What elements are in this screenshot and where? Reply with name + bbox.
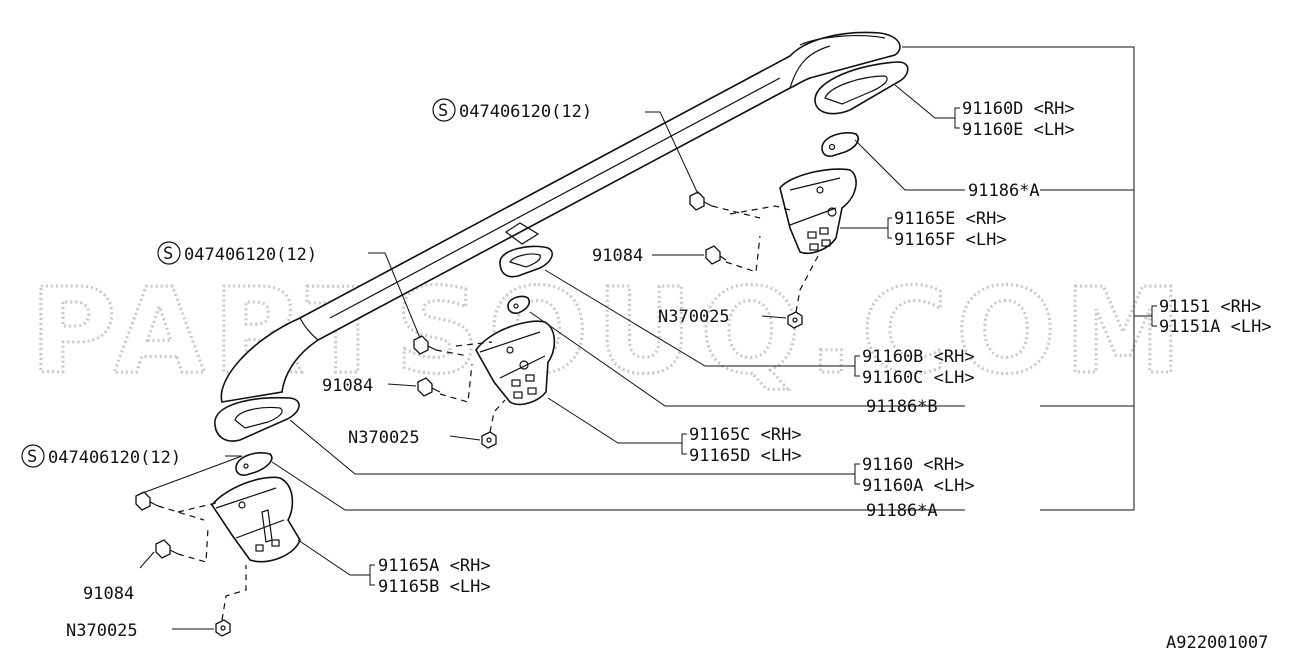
bolt-rear-upper[interactable] — [689, 191, 713, 211]
spacer-rear[interactable] — [821, 132, 860, 157]
label-91165B[interactable]: 91165B <LH> — [378, 577, 491, 597]
svg-text:S: S — [438, 101, 448, 121]
bolt-rear-91084[interactable] — [705, 245, 727, 265]
label-91084-mid[interactable]: 91084 — [322, 376, 373, 396]
watermark-text: PARTSOUQ.COM — [30, 262, 1190, 400]
label-N370025-bot[interactable]: N370025 — [66, 621, 138, 641]
label-91151A[interactable]: 91151A <LH> — [1159, 317, 1272, 337]
label-91186A-bot[interactable]: 91186*A — [866, 501, 938, 521]
spacer-front[interactable] — [235, 452, 273, 476]
label-91084-bot[interactable]: 91084 — [83, 584, 134, 604]
rail-cover-rear[interactable] — [814, 61, 909, 115]
bolt-middle-upper[interactable] — [413, 335, 437, 355]
label-91165A[interactable]: 91165A <RH> — [378, 556, 491, 576]
assembly-dashed-lines — [157, 205, 819, 621]
label-91165E[interactable]: 91165E <RH> — [894, 209, 1007, 229]
label-N370025-top[interactable]: N370025 — [658, 307, 730, 327]
label-bolt-top[interactable]: 047406120(12) — [459, 102, 592, 122]
bolt-front-91084[interactable] — [155, 539, 179, 559]
label-91160C[interactable]: 91160C <LH> — [862, 368, 975, 388]
label-91165F[interactable]: 91165F <LH> — [894, 230, 1007, 250]
label-91084-top[interactable]: 91084 — [592, 246, 643, 266]
nut-middle[interactable] — [481, 431, 497, 449]
nut-rear[interactable] — [787, 311, 803, 329]
label-91160E[interactable]: 91160E <LH> — [962, 120, 1075, 140]
svg-text:S: S — [163, 244, 173, 264]
label-91165C[interactable]: 91165C <RH> — [689, 425, 802, 445]
rail-cover-front[interactable] — [214, 396, 300, 442]
label-91165D[interactable]: 91165D <LH> — [689, 446, 802, 466]
label-91160A[interactable]: 91160A <LH> — [862, 476, 975, 496]
label-N370025-mid[interactable]: N370025 — [348, 428, 420, 448]
label-91160[interactable]: 91160 <RH> — [862, 455, 964, 475]
label-91186B[interactable]: 91186*B — [866, 397, 938, 417]
label-bolt-bot[interactable]: 047406120(12) — [48, 448, 181, 468]
bolt-front-upper[interactable] — [135, 491, 159, 511]
rail-cover-middle[interactable] — [499, 245, 553, 278]
bracket-front[interactable] — [211, 476, 301, 563]
label-91151[interactable]: 91151 <RH> — [1159, 297, 1261, 317]
bolt-middle-91084[interactable] — [417, 377, 441, 397]
leader-lines — [139, 46, 1157, 630]
s-symbol-mid: S — [157, 241, 181, 265]
label-bolt-mid[interactable]: 047406120(12) — [184, 245, 317, 265]
roof-rail[interactable] — [220, 31, 901, 403]
label-91160D[interactable]: 91160D <RH> — [962, 99, 1075, 119]
bracket-rear[interactable] — [779, 168, 857, 254]
spacer-middle[interactable] — [507, 295, 531, 314]
diagram-code: A922001007 — [1166, 633, 1268, 653]
s-symbol-top: S — [432, 98, 456, 122]
bracket-middle[interactable] — [475, 320, 556, 406]
label-91160B[interactable]: 91160B <RH> — [862, 347, 975, 367]
nut-front[interactable] — [215, 619, 231, 637]
label-91186A-top[interactable]: 91186*A — [968, 181, 1040, 201]
svg-text:S: S — [27, 447, 37, 467]
s-symbol-bot: S — [21, 444, 45, 468]
